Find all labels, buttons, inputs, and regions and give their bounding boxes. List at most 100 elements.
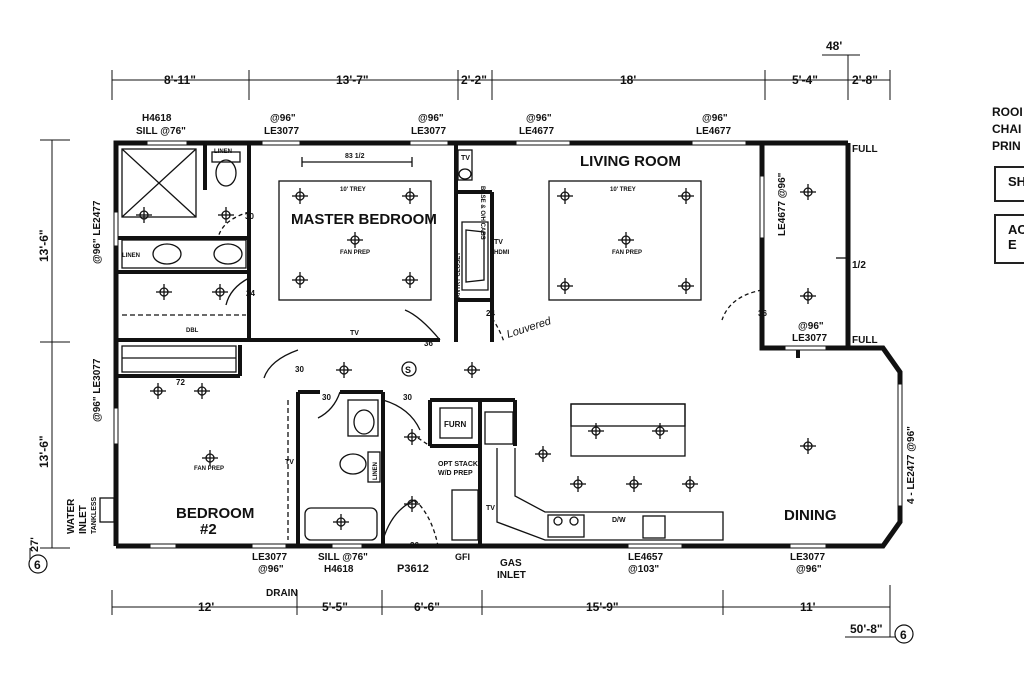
closet-72: 72 (176, 378, 185, 387)
ceiling-light-icon (464, 362, 480, 378)
ceiling-light-icon (402, 272, 418, 288)
dim-bottom-overall: 50'-8" (850, 622, 883, 636)
note-gas-2: INLET (497, 570, 526, 581)
ceiling-light-icon (557, 278, 573, 294)
ceiling-light-icon (588, 423, 604, 439)
note-gfi: GFI (455, 552, 470, 562)
win-top4-at: @96" (526, 113, 552, 124)
ceiling-light-icon (292, 272, 308, 288)
ceiling-light-icon (678, 278, 694, 294)
note-tankless: TANKLESS (91, 496, 98, 534)
note-drain: DRAIN (266, 588, 298, 599)
dim-top-seg-5: 5'-4" (792, 73, 818, 87)
win-top5-at: @96" (702, 113, 728, 124)
note-furn: FURN (444, 420, 466, 429)
note-full-bottom: FULL (852, 335, 878, 346)
note-base-cabs: BASE & O/H CABS (479, 186, 485, 240)
dim-bottom-seg-5: 11' (800, 600, 816, 614)
win-top1-sill: SILL @76" (136, 126, 186, 137)
room-bedroom-2-line2: #2 (200, 521, 217, 538)
note-wd-prep: W/D PREP (438, 470, 473, 477)
note-p-code: P3612 (397, 563, 429, 575)
win-top3-code: LE3077 (411, 126, 446, 137)
note-fan-master: FAN PREP (340, 250, 370, 256)
win-bot4-code: LE3077 (790, 552, 825, 563)
door-36-c: 36 (758, 309, 767, 318)
win-bot1-code: LE3077 (252, 552, 287, 563)
smoke-detector-icon (401, 361, 417, 377)
ceiling-light-icon (404, 429, 420, 445)
door-24-a: 24 (246, 289, 255, 298)
dim-bottom-seg-3: 6'-6" (414, 600, 440, 614)
win-top2-code: LE3077 (264, 126, 299, 137)
side-panel-line-1: ROOI (992, 105, 1023, 119)
win-top4-code: LE4677 (519, 126, 554, 137)
win-bot1-at: @96" (258, 564, 284, 575)
door-30-d: 30 (403, 393, 412, 402)
win-bay-bottom-code: LE3077 (792, 333, 827, 344)
room-living-room: LIVING ROOM (580, 153, 681, 170)
room-bedroom-2-line1: BEDROOM (176, 505, 254, 522)
ceiling-light-icon (800, 288, 816, 304)
ceiling-light-icon (202, 450, 218, 466)
note-fan-living: FAN PREP (612, 250, 642, 256)
side-panel-button-1-label: SH (1008, 174, 1024, 189)
dim-bottom-seg-2: 5'-5" (322, 600, 348, 614)
door-30-a: 30 (245, 212, 254, 221)
win-bay-bottom-at: @96" (798, 321, 824, 332)
side-panel-button-2-line-2: E (1008, 237, 1017, 252)
room-dining: DINING (784, 507, 837, 524)
note-tv-1: TV (494, 239, 503, 246)
ceiling-light-icon (218, 207, 234, 223)
side-panel-line-2: CHAI (992, 122, 1022, 136)
side-panel-button-2-line-1: AC (1008, 222, 1024, 237)
note-pantry: PANTRY CLOSET (456, 252, 462, 302)
win-top3-at: @96" (418, 113, 444, 124)
door-36-b: 36 (410, 541, 419, 550)
ceiling-light-icon (212, 284, 228, 300)
side-panel-button-1[interactable]: SH (994, 166, 1024, 202)
win-bot4-at: @96" (796, 564, 822, 575)
note-tv-3: TV (285, 459, 294, 466)
side-panel-text: ROOI CHAI PRIN (992, 104, 1024, 155)
note-linen-3: LINEN (373, 462, 379, 480)
note-dbl: DBL (186, 328, 199, 334)
side-panel-button-2[interactable]: AC E (994, 214, 1024, 264)
grid-marker-left: 6 (34, 558, 41, 572)
dim-top-seg-6: 2'-8" (852, 73, 878, 87)
ceiling-light-icon (626, 476, 642, 492)
ceiling-light-icon (150, 383, 166, 399)
win-right-bay: LE4677 @96" (777, 172, 788, 236)
win-top5-code: LE4677 (696, 126, 731, 137)
ceiling-light-icon (535, 446, 551, 462)
ceiling-light-icon (402, 188, 418, 204)
ceiling-light-icon (336, 362, 352, 378)
ceiling-light-icon (678, 188, 694, 204)
note-water-1: WATER (66, 498, 77, 534)
side-panel-line-3: PRIN (992, 139, 1021, 153)
win-right-main: 4 - LE2477 @96" (906, 426, 917, 504)
note-full-top: FULL (852, 144, 878, 155)
note-linen-2: LINEN (122, 253, 140, 259)
dim-top-seg-3: 2'-2" (461, 73, 487, 87)
ceiling-light-icon (136, 207, 152, 223)
win-bot2-code: H4618 (324, 564, 354, 575)
door-24-b: 24 (486, 309, 495, 318)
note-s-mark: S (405, 365, 411, 375)
win-bot3-at: @103" (628, 564, 659, 575)
ceiling-light-icon (194, 383, 210, 399)
dim-top-seg-1: 8'-11" (164, 73, 196, 87)
dim-left-offset: 27' (29, 537, 41, 552)
note-hdmi: HDMI (494, 250, 510, 256)
dim-bottom-seg-4: 15'-9" (586, 600, 619, 614)
note-tv-2: TV (350, 330, 359, 337)
door-30-c: 30 (322, 393, 331, 402)
dim-left-seg-1: 13'-6" (37, 229, 51, 262)
win-top1-code: H4618 (142, 113, 172, 124)
door-30-b: 30 (295, 365, 304, 374)
note-span: 83 1/2 (345, 153, 365, 160)
note-trey-living: 10' TREY (610, 187, 636, 193)
door-36-a: 36 (424, 339, 433, 348)
ceiling-light-icon (347, 232, 363, 248)
